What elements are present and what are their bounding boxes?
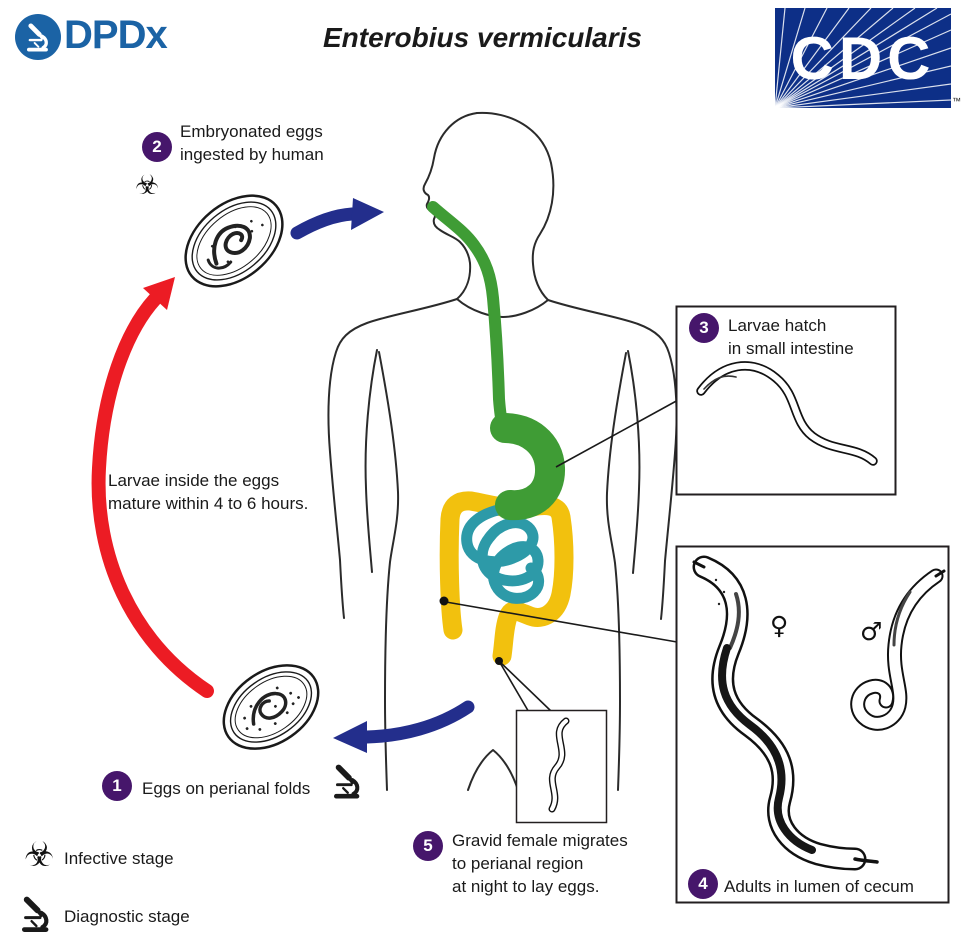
- arrow-ingestion-head: [351, 198, 384, 230]
- cdc-trademark: ™: [952, 96, 961, 106]
- step-5-label: Gravid female migrates to perianal regio…: [452, 829, 628, 898]
- crotch-line: [467, 749, 519, 791]
- small-intestine: [461, 502, 544, 604]
- step-1-label: Eggs on perianal folds: [142, 779, 311, 798]
- maturation-annotation: Larvae inside the eggs mature within 4 t…: [108, 469, 308, 515]
- step-5-label-line1: Gravid female migrates: [452, 831, 628, 850]
- female-symbol: ♀: [770, 611, 788, 640]
- left-inner-arm: [364, 349, 378, 573]
- step-5-label-line2: to perianal region: [452, 854, 584, 873]
- large-intestine: [439, 491, 574, 666]
- arrow-maturation-head: [143, 277, 175, 310]
- step-3-label-line1: Larvae hatch: [728, 316, 827, 335]
- legend-diagnostic-label: Diagnostic stage: [64, 907, 190, 926]
- larva-illustration-box5: [548, 717, 570, 813]
- step-5-label-line3: at night to lay eggs.: [452, 877, 600, 896]
- step-5-marker: 5: [413, 831, 443, 861]
- microscope-icon: [24, 900, 46, 930]
- biohazard-icon: ☣: [24, 835, 55, 875]
- stomach: [490, 413, 565, 521]
- cdc-logo-rays: [775, 8, 951, 108]
- step-4-label: Adults in lumen of cecum: [724, 877, 914, 896]
- step-3-label-line2: in small intestine: [728, 339, 854, 358]
- step-2-label-line2: ingested by human: [180, 145, 324, 164]
- arrow-maturation: [91, 277, 214, 698]
- adult-female-worm: [692, 555, 879, 871]
- dpdx-logo-text: DPDx: [64, 13, 168, 57]
- dpdx-logo-emblem: [15, 14, 61, 60]
- legend-infective-label: Infective stage: [64, 849, 174, 868]
- male-symbol: ♂: [860, 617, 882, 646]
- page-title: Enterobius vermicularis: [322, 22, 642, 53]
- right-inner-arm: [627, 350, 641, 574]
- step-3-marker: 3: [689, 313, 719, 343]
- cecum-point-marker: [439, 596, 449, 606]
- left-torso-side: [378, 351, 400, 791]
- step-2-label-line1: Embryonated eggs: [180, 122, 323, 141]
- egg-perianal-illustration: [222, 664, 320, 750]
- maturation-line1: Larvae inside the eggs: [108, 471, 280, 490]
- step-1-marker: 1: [102, 771, 132, 801]
- microscope-icon: [336, 767, 357, 796]
- step-2-marker: 2: [142, 132, 172, 162]
- step-4-marker: 4: [688, 869, 718, 899]
- step-2-label: Embryonated eggs ingested by human: [180, 120, 324, 166]
- human-body-outline: [327, 111, 678, 791]
- cdc-logo-text: CDC: [790, 24, 936, 92]
- biohazard-icon: ☣: [135, 170, 160, 201]
- adult-male-worm: [850, 568, 946, 731]
- arrow-ingestion: [290, 198, 384, 240]
- egg-embryonated-illustration: [184, 194, 284, 288]
- arrow-egg-deposition-head: [333, 721, 367, 753]
- connector-perianal-to-box5-a: [498, 660, 531, 715]
- connector-perianal-to-box5-b: [498, 660, 553, 713]
- cdc-logo: CDC: [775, 8, 951, 108]
- larva-illustration-box3: [696, 361, 878, 466]
- left-shoulder-arm: [327, 298, 458, 619]
- step-3-label: Larvae hatch in small intestine: [728, 314, 854, 360]
- head-back: [476, 111, 555, 301]
- arrow-egg-deposition: [333, 700, 475, 753]
- right-torso-side: [605, 352, 627, 791]
- collar-line: [456, 298, 549, 318]
- esophagus: [427, 201, 509, 433]
- connector-cecum-to-box4: [445, 601, 701, 647]
- perianal-point-marker: [495, 657, 503, 665]
- maturation-line2: mature within 4 to 6 hours.: [108, 494, 309, 513]
